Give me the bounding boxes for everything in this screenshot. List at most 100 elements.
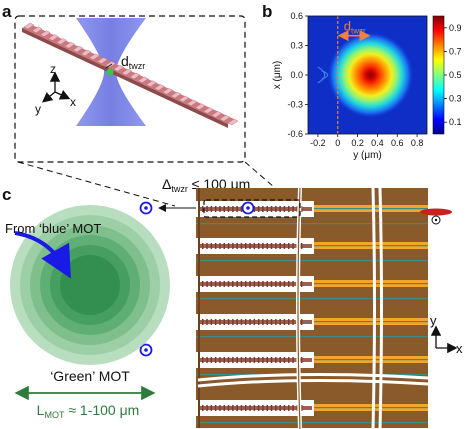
- fiber-coupling-icon: [420, 208, 452, 225]
- axis-y-label: y: [35, 102, 41, 116]
- chip-guide-line: [314, 359, 428, 361]
- x-tick-label: 0.4: [371, 138, 384, 148]
- crystal-hole: [283, 405, 286, 411]
- d-twzr-label-a: dtwzr: [121, 53, 145, 71]
- crystal-hole: [288, 319, 290, 325]
- crystal-hole: [253, 405, 256, 411]
- crystal-tooth: [146, 80, 157, 87]
- crystal-hole: [236, 243, 238, 249]
- crystal-hole: [262, 206, 264, 212]
- x-tick-label: 0: [335, 138, 340, 148]
- crystal-hole: [206, 206, 208, 212]
- crystal-hole: [240, 357, 243, 363]
- crystal-hole: [253, 319, 256, 325]
- crystal-hole: [266, 243, 268, 249]
- chip-guide-line: [196, 336, 428, 338]
- chip-guide-line: [196, 260, 428, 262]
- waveguide-edge-feature: [317, 66, 329, 84]
- crystal-hole: [270, 405, 273, 411]
- crystal-hole: [240, 319, 243, 325]
- colorbar-tick-label: 0.7: [449, 46, 462, 56]
- crystal-tooth: [178, 95, 190, 103]
- crystal-hole: [219, 357, 221, 363]
- crystal-hole: [249, 319, 251, 325]
- crystal-tooth: [48, 34, 59, 41]
- slot-waveguide: [200, 207, 312, 211]
- crystal-hole: [279, 281, 281, 287]
- crystal-hole: [257, 319, 260, 325]
- crystal-tooth: [88, 53, 100, 60]
- crystal-tooth: [194, 103, 206, 110]
- crystal-hole: [270, 243, 273, 249]
- crystal-hole: [210, 243, 213, 249]
- crystal-tooth: [227, 118, 239, 126]
- crystal-hole: [210, 405, 213, 411]
- crystal-hole: [283, 243, 286, 249]
- crystal-hole: [266, 405, 268, 411]
- crystal-hole: [270, 206, 273, 212]
- crystal-hole: [283, 319, 286, 325]
- crystal-tooth: [56, 38, 68, 45]
- crystal-hole: [206, 243, 208, 249]
- crystal-hole: [262, 243, 264, 249]
- crystal-tooth: [137, 76, 149, 83]
- atom-site-dot: [144, 348, 148, 352]
- green-mot-label: ‘Green’ MOT: [50, 368, 130, 384]
- zoom-line-left: [17, 161, 176, 207]
- crystal-hole: [279, 243, 281, 249]
- crystal-tooth: [154, 84, 165, 91]
- crystal-tooth: [170, 91, 182, 99]
- crystal-hole: [292, 405, 294, 411]
- crystal-hole: [236, 281, 238, 287]
- crystal-hole: [232, 357, 234, 363]
- crystal-hole: [249, 243, 251, 249]
- crystal-hole: [245, 319, 247, 325]
- crystal-hole: [270, 281, 273, 287]
- crystal-hole: [266, 206, 268, 212]
- crystal-hole: [227, 405, 230, 411]
- crystal-hole: [236, 357, 238, 363]
- crystal-hole: [300, 357, 303, 363]
- crystal-tooth: [80, 49, 92, 57]
- d-twzr-label-b: dtwzr: [344, 19, 366, 36]
- crystal-hole: [232, 243, 234, 249]
- nanophotonic-chip: [196, 187, 469, 429]
- crystal-hole: [253, 357, 256, 363]
- crystal-hole: [227, 243, 230, 249]
- crystal-hole: [214, 206, 217, 212]
- crystal-hole: [279, 206, 281, 212]
- chip-guide-line: [314, 245, 428, 247]
- axis-x2-label: x: [456, 341, 463, 356]
- crystal-hole: [283, 357, 286, 363]
- photonic-crystal-waveguide: [22, 22, 239, 128]
- slot-waveguide: [200, 244, 312, 248]
- crystal-hole: [214, 405, 217, 411]
- crystal-hole: [262, 319, 264, 325]
- crystal-hole: [270, 357, 273, 363]
- slot-waveguide: [200, 406, 312, 410]
- x-tick-label: 0.2: [351, 138, 364, 148]
- crystal-tooth: [39, 30, 51, 37]
- colorbar-tick-label: 0.9: [449, 23, 462, 33]
- panel-label-a: a: [2, 2, 12, 21]
- crystal-hole: [214, 357, 217, 363]
- x-tick-label: -0.2: [310, 138, 326, 148]
- crystal-hole: [240, 243, 243, 249]
- crystal-hole: [214, 243, 217, 249]
- crystal-hole: [292, 319, 294, 325]
- crystal-hole: [202, 206, 204, 212]
- y-tick-label: -0.6: [287, 129, 303, 139]
- crystal-hole: [236, 206, 238, 212]
- chip-guide-line: [314, 283, 428, 285]
- crystal-hole: [300, 319, 303, 325]
- heatmap-x-label: y (μm): [353, 150, 382, 161]
- crystal-tooth: [97, 57, 108, 64]
- crystal-hole: [257, 281, 260, 287]
- crystal-tooth: [203, 107, 214, 114]
- crystal-hole: [257, 357, 260, 363]
- crystal-hole: [210, 281, 213, 287]
- axis-y2-label: y: [430, 313, 437, 328]
- crystal-hole: [206, 405, 208, 411]
- crystal-hole: [292, 357, 294, 363]
- slot-waveguide: [200, 320, 312, 324]
